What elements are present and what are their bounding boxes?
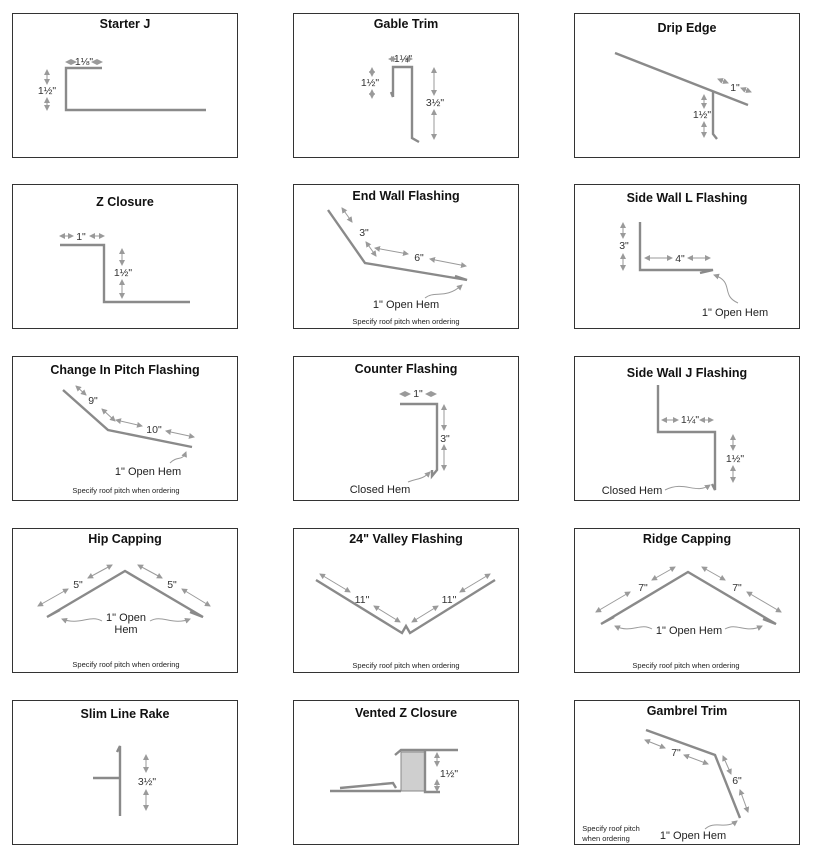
dim-label: 6" bbox=[414, 252, 424, 264]
panel-gable-trim: Gable Trim bbox=[293, 13, 519, 158]
dim-label: 1" bbox=[730, 82, 740, 94]
dim-label: 1½" bbox=[440, 768, 459, 780]
profile-hip-capping bbox=[46, 569, 204, 619]
panel-title: End Wall Flashing bbox=[352, 189, 460, 203]
panel-hip-capping: Hip Capping bbox=[12, 528, 238, 673]
dim-label: 3½" bbox=[138, 776, 157, 788]
hem-label: Closed Hem bbox=[350, 484, 411, 496]
panel-title: Side Wall L Flashing bbox=[626, 191, 748, 205]
profile-counter-flashing bbox=[400, 402, 439, 480]
dim-label: 1" bbox=[76, 231, 86, 243]
dim-label: 3" bbox=[359, 227, 369, 239]
hem-label: 1" Open Hem bbox=[656, 625, 722, 637]
hem-label: 1" Open Hem bbox=[373, 299, 439, 311]
order-note: Specify roof pitch when ordering bbox=[352, 317, 459, 326]
profile-starter-j bbox=[64, 66, 206, 112]
order-note: when ordering bbox=[581, 834, 630, 843]
dim-label: 1½" bbox=[693, 109, 712, 121]
hem-label: Closed Hem bbox=[602, 485, 663, 497]
panel-title: Hip Capping bbox=[88, 532, 162, 546]
panel-title: Gambrel Trim bbox=[646, 704, 728, 718]
dim-label: 1½" bbox=[114, 267, 133, 279]
dim-label: 3" bbox=[619, 240, 629, 252]
panel-title: Drip Edge bbox=[657, 21, 717, 35]
hem-label: 1" Open Hem bbox=[115, 466, 181, 478]
panel-counter-flashing: Counter Flashing bbox=[293, 356, 519, 501]
panel-title: Counter Flashing bbox=[354, 362, 458, 376]
panel-starter-j: Starter J bbox=[12, 13, 238, 158]
hem-label: Hem bbox=[114, 624, 137, 636]
panel-slim-line-rake: Slim Line Rake bbox=[12, 700, 238, 845]
panel-title: Vented Z Closure bbox=[354, 706, 458, 720]
profile-gable-trim bbox=[389, 65, 420, 144]
dim-label: 10" bbox=[146, 424, 162, 436]
panel-title: Z Closure bbox=[96, 195, 154, 209]
profile-side-wall-l-flashing bbox=[638, 222, 714, 275]
dim-label: 1¼" bbox=[681, 414, 700, 426]
hem-label: 1" Open Hem bbox=[660, 830, 726, 842]
dim-label: 3" bbox=[440, 433, 450, 445]
dim-label: 1½" bbox=[361, 77, 380, 89]
dim-label: 6" bbox=[732, 775, 742, 787]
dim-label: 11" bbox=[355, 594, 370, 606]
dim-label: 5" bbox=[73, 579, 83, 591]
order-note: Specify roof pitch when ordering bbox=[632, 661, 739, 670]
panel-z-closure: Z Closure bbox=[12, 184, 238, 329]
dim-label: 5" bbox=[167, 579, 177, 591]
panel-title: Change In Pitch Flashing bbox=[50, 363, 200, 377]
order-note: Specify roof pitch when ordering bbox=[72, 486, 179, 495]
order-note: Specify roof pitch when ordering bbox=[352, 661, 459, 670]
panel-valley-flashing: 24" Valley Flashing bbox=[293, 528, 519, 673]
profile-vented-z-closure bbox=[330, 748, 458, 794]
panel-change-in-pitch: Change In Pitch Flashing bbox=[12, 356, 238, 501]
profile-z-closure bbox=[60, 243, 190, 304]
panel-ridge-capping: Ridge Capping bbox=[574, 528, 800, 673]
vent-block bbox=[400, 751, 426, 792]
dim-label: 1½" bbox=[726, 453, 745, 465]
panel-drip-edge: Drip Edge bbox=[574, 13, 800, 158]
order-note: Specify roof pitch when ordering bbox=[72, 660, 179, 669]
panel-side-wall-l-flashing: Side Wall L Flashing bbox=[574, 184, 800, 329]
hem-label: 1" Open bbox=[106, 612, 146, 624]
dim-label: 7" bbox=[638, 582, 648, 594]
dim-label: 3½" bbox=[426, 97, 445, 109]
order-note: Specify roof pitch bbox=[582, 824, 640, 833]
hem-label: 1" Open Hem bbox=[702, 307, 768, 319]
panel-vented-z-closure: Vented Z Closure bbox=[293, 700, 519, 845]
dim-label: 4" bbox=[675, 253, 685, 265]
panel-title: Starter J bbox=[99, 17, 151, 31]
dim-label: 7" bbox=[671, 747, 681, 759]
dim-label: 1⅛" bbox=[75, 56, 94, 68]
dim-label: 9" bbox=[88, 395, 98, 407]
panel-title: 24" Valley Flashing bbox=[349, 532, 463, 546]
dim-label: 1" bbox=[413, 388, 423, 400]
profile-end-wall-flashing bbox=[327, 209, 468, 282]
panel-title: Ridge Capping bbox=[642, 532, 732, 546]
profile-slim-line-rake bbox=[93, 745, 122, 816]
panel-title: Side Wall J Flashing bbox=[626, 366, 748, 380]
panel-end-wall-flashing: End Wall Flashing bbox=[293, 184, 519, 329]
dim-label: 11" bbox=[442, 594, 457, 606]
dim-label: 1½" bbox=[38, 85, 57, 97]
profile-ridge-capping bbox=[600, 570, 777, 626]
panel-side-wall-j-flashing: Side Wall J Flashing bbox=[574, 356, 800, 501]
panel-title: Slim Line Rake bbox=[80, 707, 170, 721]
profile-gambrel-trim bbox=[645, 728, 742, 819]
profile-change-in-pitch bbox=[62, 389, 193, 449]
dim-label: 7" bbox=[732, 582, 742, 594]
panel-gambrel-trim: Gambrel Trim bbox=[574, 700, 800, 845]
profile-drip-edge bbox=[614, 51, 749, 140]
profile-side-wall-j-flashing bbox=[656, 385, 717, 491]
dim-label: 1¼" bbox=[394, 53, 413, 65]
panel-title: Gable Trim bbox=[373, 17, 439, 31]
